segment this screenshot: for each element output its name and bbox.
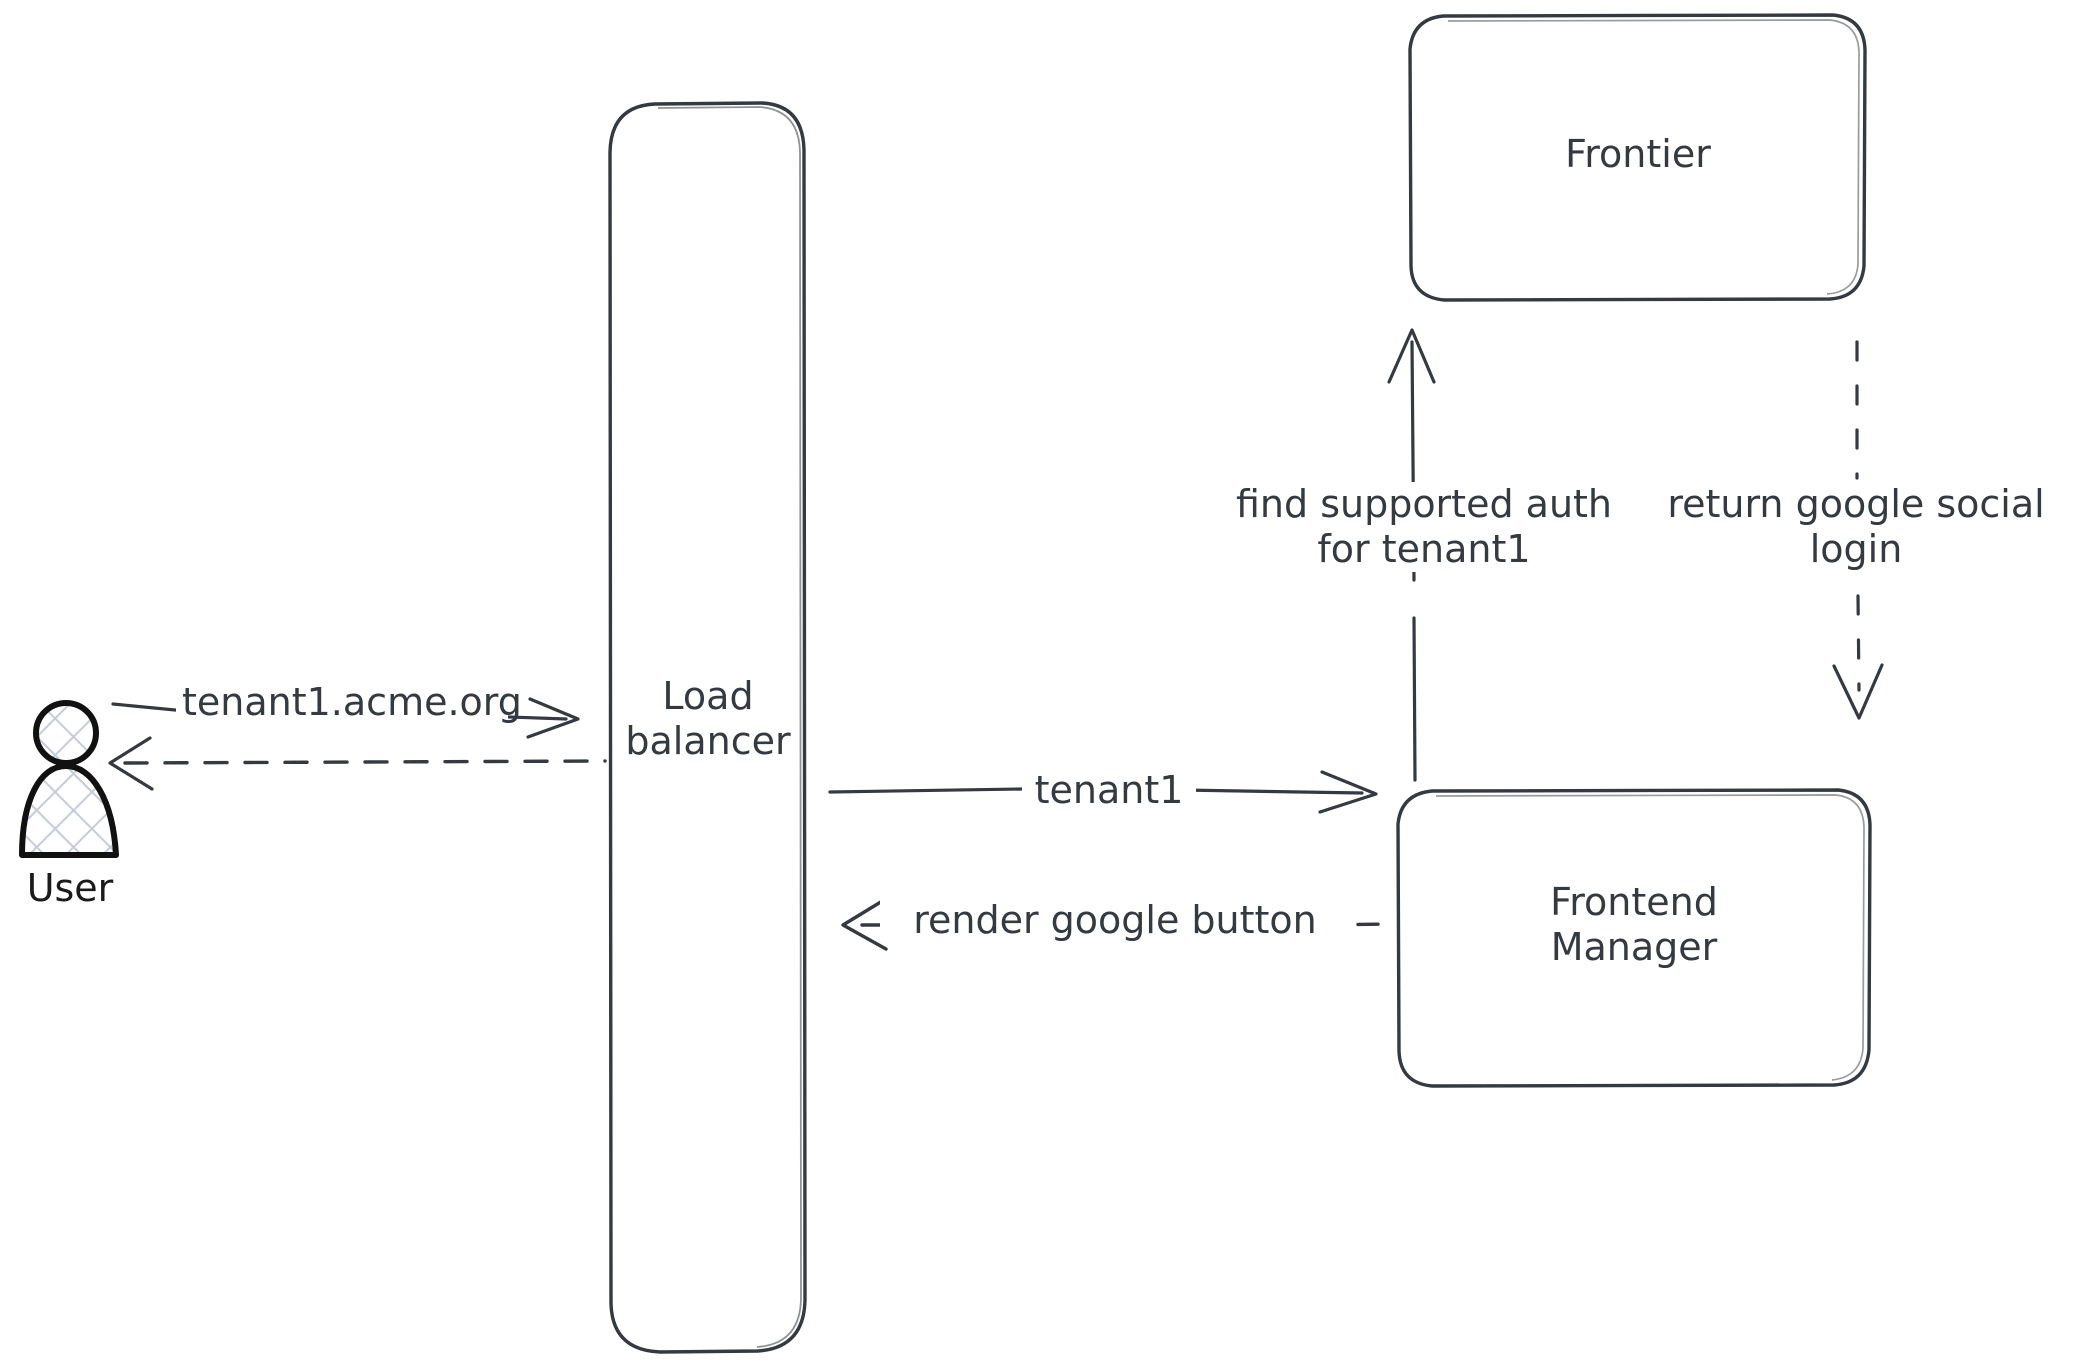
node-frontend-manager[interactable] [1396,788,1872,1088]
node-load-balancer[interactable] [608,101,807,1354]
actor-user[interactable] [19,700,119,858]
edge-fm-to-frontier [1387,328,1436,782]
edge-fm-to-lb [841,898,1392,951]
node-frontier[interactable] [1408,13,1867,302]
edge-lb-to-fm [828,770,1378,814]
edge-frontier-to-fm [1832,340,1884,720]
edge-user-to-lb [111,697,580,739]
edge-lb-to-user [108,736,607,791]
